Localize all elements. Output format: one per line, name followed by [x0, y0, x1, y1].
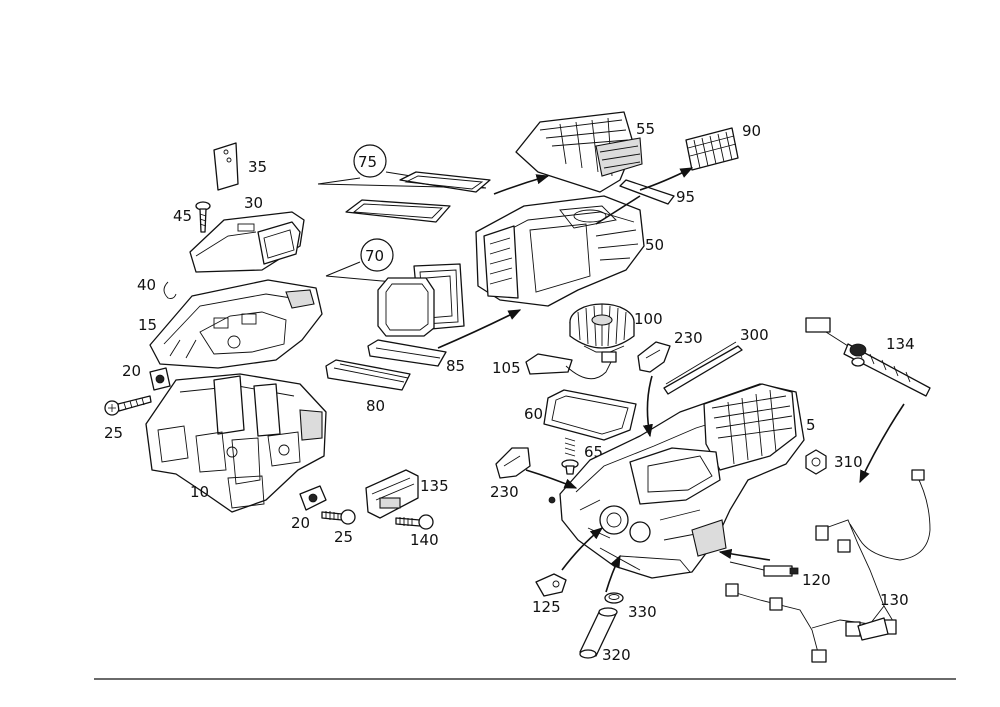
label-15: 15 [138, 316, 157, 334]
part-65-spring: 65 [561, 437, 603, 475]
label-320: 320 [602, 646, 631, 664]
label-10: 10 [190, 483, 209, 501]
label-80: 80 [366, 397, 385, 415]
label-25-lower: 25 [334, 528, 353, 546]
label-95: 95 [676, 188, 695, 206]
part-90-grille: 90 [685, 122, 761, 171]
label-105: 105 [492, 359, 521, 377]
part-320-tube: 320 [579, 607, 631, 664]
label-120: 120 [802, 571, 831, 589]
assembly-arrows [437, 167, 905, 593]
part-60-gasket: 60 [524, 389, 637, 441]
part-50-main-housing: 50 [475, 195, 664, 307]
part-125-plug: 125 [532, 573, 567, 616]
part-330-ring: 330 [604, 592, 657, 621]
label-30: 30 [244, 194, 263, 212]
label-230-top: 230 [674, 329, 703, 347]
label-55: 55 [636, 120, 655, 138]
part-40-clip: 40 [137, 276, 177, 299]
label-100: 100 [634, 310, 663, 328]
part-100-blower-motor: 100 [569, 303, 663, 353]
label-140: 140 [410, 531, 439, 549]
part-85-seal: 85 [367, 339, 465, 375]
label-70: 70 [365, 247, 384, 265]
label-45: 45 [173, 207, 192, 225]
label-25-left: 25 [104, 424, 123, 442]
label-330: 330 [628, 603, 657, 621]
part-80-seal: 80 [325, 359, 411, 415]
part-35-bracket: 35 [213, 142, 267, 191]
part-10-lower-housing: 10 [145, 373, 327, 513]
part-30-air-duct: 30 [189, 194, 305, 273]
part-20-clip-left: 20 [122, 362, 171, 391]
part-25-screw-left: 25 [104, 395, 152, 442]
label-40: 40 [137, 276, 156, 294]
label-125: 125 [532, 598, 561, 616]
label-300: 300 [740, 326, 769, 344]
part-45-screw: 45 [173, 201, 211, 233]
label-135: 135 [420, 477, 449, 495]
label-60: 60 [524, 405, 543, 423]
part-130-wiring-harness: 130 [725, 469, 931, 663]
part-140-screw: 140 [395, 514, 439, 549]
part-105-resistor: 105 [492, 351, 617, 380]
label-50: 50 [645, 236, 664, 254]
label-20-lower: 20 [291, 514, 310, 532]
part-25-screw-lower: 25 [321, 509, 356, 546]
part-310-nut: 310 [805, 449, 863, 475]
part-95-strip: 95 [619, 179, 695, 206]
part-120-sensor-lead: 120 [729, 561, 831, 589]
label-35: 35 [248, 158, 267, 176]
label-230-lower: 230 [490, 483, 519, 501]
part-70-filter-set: 70 [325, 238, 465, 337]
part-134-cable-tie: 134 [805, 317, 931, 397]
label-134: 134 [886, 335, 915, 353]
part-135-connector: 135 [365, 469, 449, 519]
part-300-rod: 300 [663, 326, 769, 395]
label-85: 85 [446, 357, 465, 375]
label-5: 5 [806, 416, 816, 434]
label-130: 130 [880, 591, 909, 609]
part-15-upper-housing: 15 [138, 279, 323, 369]
label-75: 75 [358, 153, 377, 171]
label-20-left: 20 [122, 362, 141, 380]
part-75-filter-set: 75 [317, 144, 491, 223]
part-5-hvac-assembly: 5 [548, 383, 816, 579]
label-90: 90 [742, 122, 761, 140]
part-230-clip-lower: 230 [490, 447, 531, 501]
part-230-clip-top: 230 [637, 329, 703, 373]
label-310: 310 [834, 453, 863, 471]
part-20-clip-lower: 20 [291, 485, 327, 532]
